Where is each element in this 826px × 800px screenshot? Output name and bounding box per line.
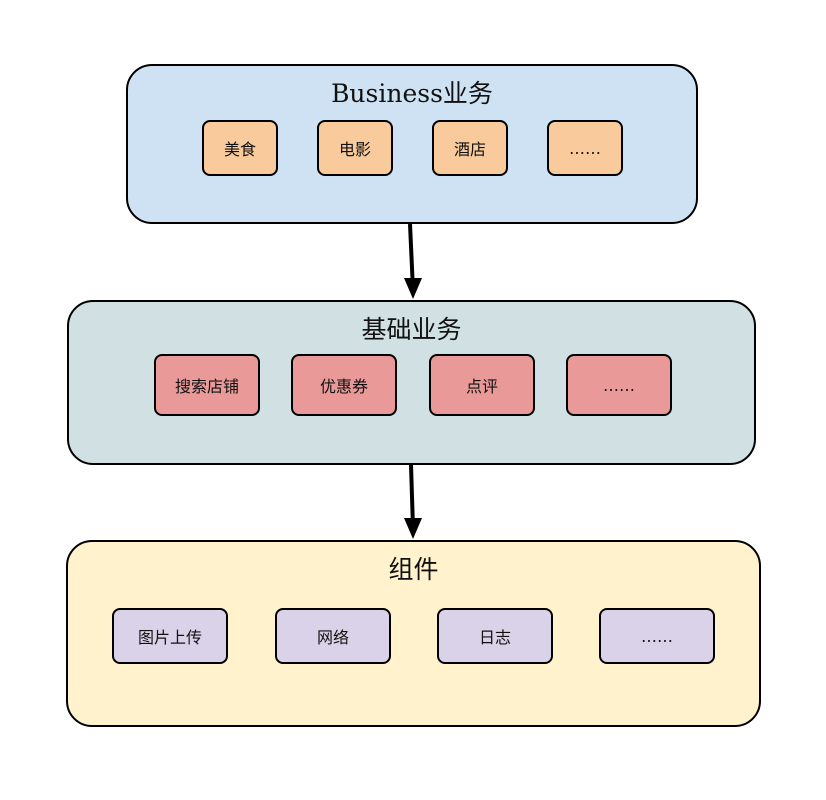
base-business-layer: 基础业务 搜索店铺 优惠券 点评 …… (67, 300, 756, 465)
arrow-business-to-base (408, 223, 415, 291)
arrowhead-base-to-components (404, 518, 422, 539)
components-layer-title: 组件 (388, 555, 439, 584)
node-review: 点评 (429, 354, 535, 416)
node-movie: 电影 (317, 120, 393, 176)
node-log: 日志 (437, 608, 553, 664)
base-layer-title: 基础业务 (361, 315, 462, 344)
node-more-components: …… (599, 608, 715, 664)
business-layer-title: Business业务 (331, 79, 493, 108)
arrow-base-to-components (409, 464, 415, 529)
node-image-upload: 图片上传 (112, 608, 228, 664)
node-search-shop: 搜索店铺 (154, 354, 260, 416)
node-coupon: 优惠券 (291, 354, 397, 416)
arrowhead-business-to-base (404, 278, 422, 299)
business-layer: Business业务 美食 电影 酒店 …… (126, 64, 698, 224)
node-more-business: …… (547, 120, 623, 176)
node-food: 美食 (202, 120, 278, 176)
node-hotel: 酒店 (432, 120, 508, 176)
components-layer: 组件 图片上传 网络 日志 …… (66, 540, 761, 727)
node-network: 网络 (275, 608, 391, 664)
node-more-base: …… (566, 354, 672, 416)
